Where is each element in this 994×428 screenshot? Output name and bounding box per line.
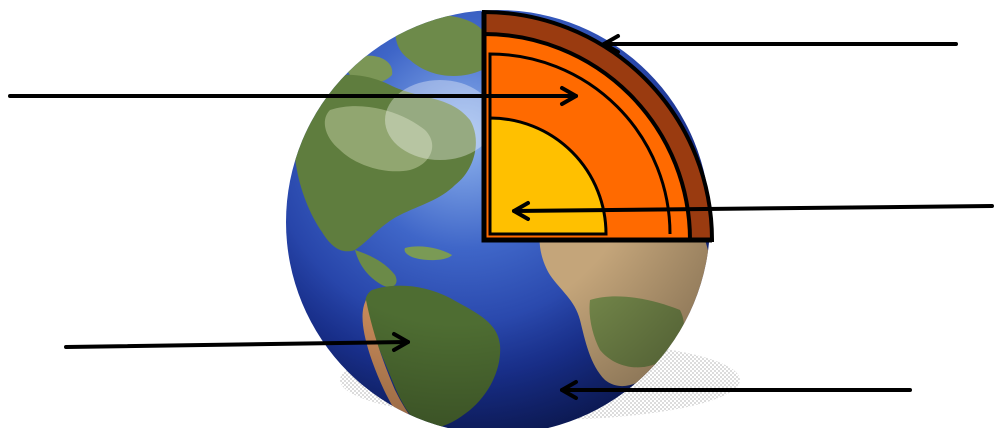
arrow-to-crust [604, 36, 956, 52]
globe-highlight [385, 80, 495, 160]
cutaway-layers [484, 12, 712, 240]
